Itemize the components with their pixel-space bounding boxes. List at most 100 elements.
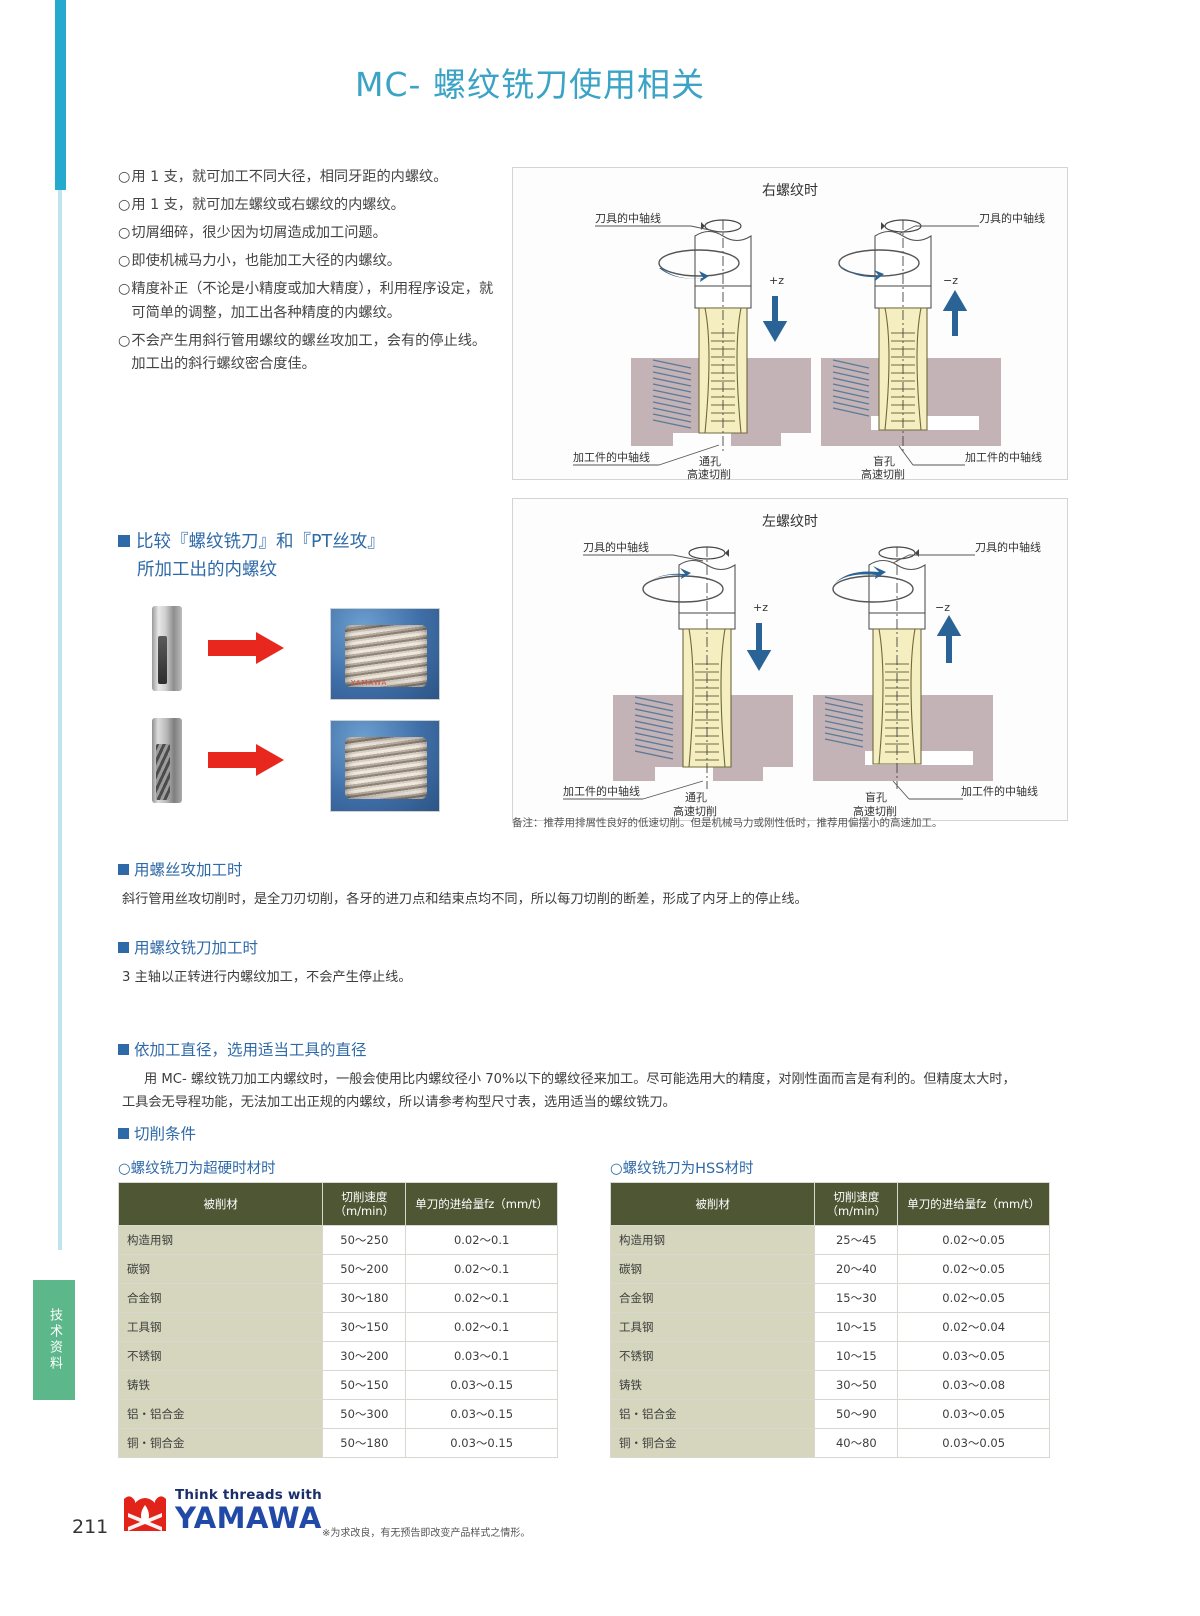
cell-material: 不锈钢 [117, 1341, 324, 1371]
square-bullet-icon [118, 864, 129, 875]
cell-material: 铸铁 [609, 1370, 816, 1400]
section-heading-cutting-label: 切削条件 [134, 1125, 197, 1143]
cell-speed: 50～150 [322, 1370, 407, 1400]
cell-speed: 50～300 [322, 1399, 407, 1429]
cell-material: 合金钢 [117, 1283, 324, 1313]
internal-thread-photo-mill: YAMAWA [330, 608, 440, 700]
table-caption-hss: ○螺纹铣刀为HSS材时 [610, 1161, 754, 1177]
cell-feed: 0.03～0.15 [405, 1428, 558, 1458]
section-body-mill: 3 主轴以正转进行内螺纹加工，不会产生停止线。 [122, 970, 412, 985]
cell-speed: 30～50 [814, 1370, 899, 1400]
section-heading-mill-label: 用螺纹铣刀加工时 [134, 939, 259, 957]
cell-material: 铜・铜合金 [117, 1428, 324, 1458]
cell-speed: 30～180 [322, 1283, 407, 1313]
svg-text:+z: +z [753, 601, 768, 614]
cell-material: 碳钢 [609, 1254, 816, 1284]
work-axis-label: 加工件的中轴线 [563, 784, 640, 798]
cell-material: 碳钢 [117, 1254, 324, 1284]
section-heading-diameter-label: 依加工直径，选用适当工具的直径 [134, 1041, 367, 1059]
list-item: ○ 用 1 支，就可加工不同大径，相同牙距的内螺纹。 [118, 166, 500, 190]
cell-material: 构造用钢 [117, 1225, 324, 1255]
bullet-text: 切屑细碎，很少因为切屑造成加工问题。 [131, 225, 387, 241]
column-header-speed-l2: （m/min） [826, 1204, 887, 1218]
cell-feed: 0.03～0.15 [405, 1399, 558, 1429]
cell-speed: 50～200 [322, 1254, 407, 1284]
list-item: ○ 切屑细碎，很少因为切屑造成加工问题。 [118, 222, 500, 246]
arrow-right-icon [208, 632, 284, 664]
bullet-marker: ○ [118, 332, 131, 349]
bullet-text: 即使机械马力小，也能加工大径的内螺纹。 [131, 253, 401, 269]
cell-feed: 0.03～0.05 [897, 1341, 1050, 1371]
table-caption-carbide: ○螺纹铣刀为超硬时材时 [118, 1161, 276, 1177]
square-bullet-icon [118, 1044, 129, 1055]
cell-speed: 40～80 [814, 1428, 899, 1458]
cutting-mode-label: 高速切削 [861, 467, 905, 481]
section-heading-diameter: 依加工直径，选用适当工具的直径 [118, 1040, 367, 1060]
table-header-row: 被削材 切削速度 （m/min） 单刀的进给量fz（mm/t） [117, 1182, 558, 1226]
cell-material: 工具钢 [117, 1312, 324, 1342]
cell-speed: 10～15 [814, 1341, 899, 1371]
pt-tap-tool-photo [152, 718, 182, 803]
footer-disclaimer: ※为求改良，有无预告即改变产品样式之情形。 [322, 1528, 531, 1539]
yamawa-logo: Think threads with YAMAWA [122, 1488, 322, 1533]
svg-text:−z: −z [935, 601, 950, 614]
cell-speed: 30～200 [322, 1341, 407, 1371]
cell-material: 工具钢 [609, 1312, 816, 1342]
hole-type-label: 盲孔 [865, 790, 887, 804]
page-title: MC- 螺纹铣刀使用相关 [355, 65, 705, 104]
section-body-tap: 斜行管用丝攻切削时，是全刀刃切削，各牙的进刀点和结束点均不同，所以每刀切削的断差… [122, 892, 808, 907]
diagram-note: 备注：推荐用排屑性良好的低速切削。但是机械马力或刚性低时，推荐用偏摆小的高速加工… [512, 817, 943, 829]
work-axis-label: 加工件的中轴线 [961, 784, 1038, 798]
diagram-left-thread: 左螺纹时 [512, 498, 1068, 821]
cell-speed: 15～30 [814, 1283, 899, 1313]
work-axis-label: 加工件的中轴线 [573, 450, 650, 464]
right-thread-illustration: +z 刀具的中轴线 加工件的中轴线 通孔 高速切削 [573, 211, 1045, 481]
tool-axis-label: 刀具的中轴线 [583, 540, 649, 554]
cell-material: 铜・铜合金 [609, 1428, 816, 1458]
cell-material: 不锈钢 [609, 1341, 816, 1371]
page-number: 211 [72, 1516, 109, 1538]
yamawa-mark-icon [122, 1491, 168, 1533]
cell-feed: 0.03～0.1 [405, 1341, 558, 1371]
cell-feed: 0.03～0.05 [897, 1399, 1050, 1429]
section-heading-cutting-conditions: 切削条件 [118, 1124, 196, 1144]
bullet-marker: ○ [118, 253, 131, 269]
bullet-text: 不会产生用斜行管用螺纹的螺丝攻加工，会有的停止线。加工出的斜行螺纹密合度佳。 [131, 332, 487, 373]
section-heading-tap: 用螺丝攻加工时 [118, 860, 243, 880]
edge-accent-rule [58, 190, 62, 1250]
column-header-material: 被削材 [117, 1182, 324, 1226]
bullet-marker: ○ [118, 169, 131, 185]
column-header-material: 被削材 [609, 1182, 816, 1226]
cell-material: 构造用钢 [609, 1225, 816, 1255]
arrow-right-icon [208, 744, 284, 776]
feature-bullet-list: ○ 用 1 支，就可加工不同大径，相同牙距的内螺纹。 ○ 用 1 支，就可加左螺… [118, 166, 500, 381]
section-heading-mill: 用螺纹铣刀加工时 [118, 938, 258, 958]
table-header-row: 被削材 切削速度 （m/min） 单刀的进给量fz（mm/t） [609, 1182, 1050, 1226]
svg-text:+z: +z [769, 274, 784, 287]
cell-material: 铝・铝合金 [117, 1399, 324, 1429]
tool-axis-label: 刀具的中轴线 [975, 540, 1041, 554]
column-header-speed-l1: 切削速度 [833, 1190, 880, 1204]
cell-speed: 50～180 [322, 1428, 407, 1458]
list-item: ○ 即使机械马力小，也能加工大径的内螺纹。 [118, 250, 500, 274]
cell-material: 铸铁 [117, 1370, 324, 1400]
diagram-title: 左螺纹时 [762, 514, 818, 530]
side-tab-technical-data: 技术资料 [33, 1280, 75, 1400]
cell-feed: 0.02～0.1 [405, 1312, 558, 1342]
bullet-text: 用 1 支，就可加左螺纹或右螺纹的内螺纹。 [131, 197, 405, 213]
left-thread-illustration: +z 刀具的中轴线 加工件的中轴线 通孔 高速切削 [563, 540, 1041, 818]
cell-speed: 50～90 [814, 1399, 899, 1429]
